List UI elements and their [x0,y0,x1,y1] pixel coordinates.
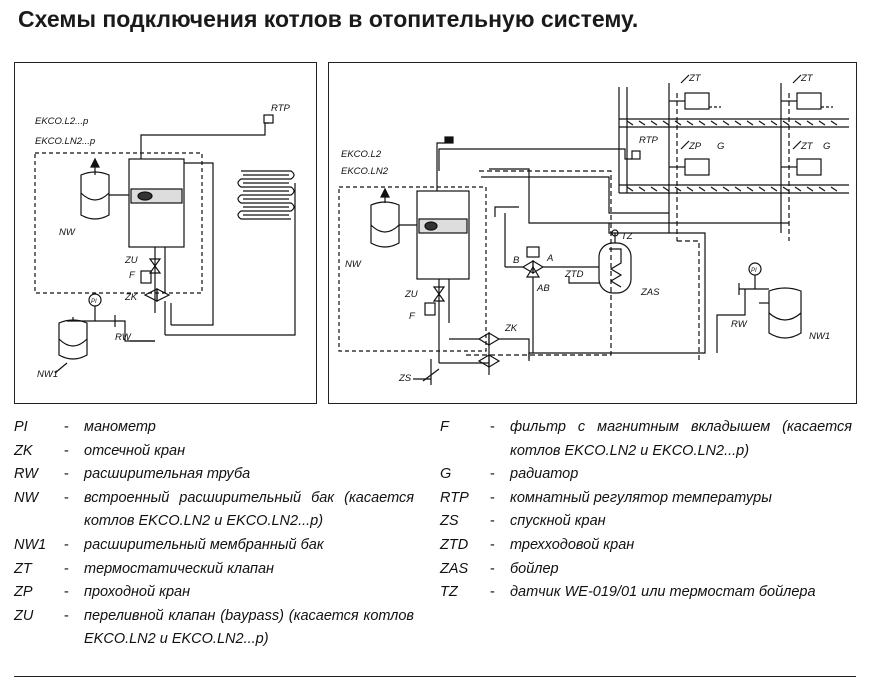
legend-left: PI-манометр ZK-отсечной кран RW-расширит… [14,416,414,652]
tz-sensor [611,229,619,237]
legend-row: G -радиатор [440,463,852,487]
legend-desc: манометр [84,419,156,435]
legend-desc: датчик WE-019/01 или термостат бойлера [510,584,816,601]
legend-abbr: RTP [440,489,469,506]
legend-abbr: ZU [14,607,34,624]
pi-gauge [88,293,102,307]
legend-row: RW -расширительная труба [14,463,414,487]
legend-abbr: TZ [440,584,458,601]
legend-row: NW -встроенный расширительный бак (касает… [14,487,414,534]
legend-abbr: ZT [14,560,32,577]
zu-valve [148,258,162,268]
legend-row: ZU -переливной клапан (baypass) (касается… [14,605,414,652]
pi-gauge [748,262,762,276]
legend-abbr: PI [14,419,28,435]
legend-abbr: F [440,419,449,435]
legend-row: ZTD -трехходовой кран [440,534,852,558]
radiator-g-mid-left [684,158,710,176]
legend-desc: расширительная труба [84,466,251,483]
ztd-actuator [526,246,540,258]
boiler-logo [137,191,153,201]
legend-desc: спускной кран [510,513,606,530]
legend-dash: - [64,489,69,506]
legend-row: NW1-расширительный мембранный бак [14,534,414,558]
legend-dash: - [64,419,69,435]
legend-desc: термостатический клапан [84,560,275,577]
boiler-logo [424,221,438,231]
zu-valve [432,286,446,296]
legend-dash: - [64,560,69,577]
radiator-g-top-right [796,92,822,110]
legend-desc: проходной кран [84,584,191,601]
zk-valve [477,331,490,347]
filter-f [424,302,436,316]
legend-dash: - [490,536,495,553]
legend-desc: комнатный регулятор температуры [510,489,772,506]
legend-abbr: ZAS [440,560,469,577]
ztd-valve [521,259,534,275]
legend-abbr: NW [14,489,39,506]
nw1-tank [58,319,88,360]
legend-desc: трехходовой кран [510,536,635,553]
legend-dash: - [490,513,495,530]
building-floors [618,87,849,194]
left-schematic [34,114,296,374]
zas-boiler-tank [598,242,632,294]
legend-row: TZ -датчик WE-019/01 или термостат бойлер… [440,581,852,605]
nw1-tank [768,287,802,339]
legend-desc: бойлер [510,560,559,577]
radiator-g-mid-right [796,158,822,176]
legend-abbr: ZS [440,513,459,530]
radiator-g-top-left [684,92,710,110]
legend-desc: расширительный мембранный бак [84,536,324,553]
legend-desc: радиатор [510,466,579,483]
legend-dash: - [490,466,495,483]
boiler-unit [416,190,470,280]
legend-dash: - [64,607,69,624]
legend-dash: - [64,466,69,483]
legend-dash: - [64,584,69,601]
rtp-regulator [263,114,274,124]
footer-divider [14,676,856,677]
legend-abbr: ZK [14,442,33,459]
legend-dash: - [64,442,69,459]
nw-tank [80,171,110,220]
page-title: Схемы подключения котлов в отопительную … [18,6,639,32]
legend-row: PI -манометр [14,416,414,440]
legend-row: ZAS -бойлер [440,558,852,582]
legend-abbr: ZP [14,584,33,601]
legend-dash: - [490,489,495,506]
boiler-enclosure [338,186,487,352]
legend-row: ZT -термостатический клапан [14,558,414,582]
legend-dash: - [490,419,495,435]
legend-row: ZK -отсечной кран [14,440,414,464]
legend-row: ZP -проходной кран [14,581,414,605]
filter-f [140,270,152,284]
boiler-unit [128,158,185,248]
legend-dash: - [490,560,495,577]
legend-right: F-фильтр с магнитным вкладышем (касается… [440,416,852,605]
right-schematic [338,74,849,385]
legend-row: F -фильтр с магнитным вкладышем (касается… [440,416,852,463]
nw-tank [370,201,400,248]
right-schematic-frame: EKCO.L2 EKCO.LN2 ZT ZT RTP ZP G ZT G TZ … [328,62,857,404]
boiler-enclosure [34,152,203,294]
legend-row: ZS -спускной кран [440,510,852,534]
radiator-coil [237,170,295,220]
legend-desc: переливной клапан (baypass) (касается ко… [84,607,414,648]
legend-row: RTP -комнатный регулятор температуры [440,487,852,511]
legend-dash: - [490,584,495,601]
legend-abbr: ZTD [440,536,469,553]
left-schematic-frame: EKCO.L2...p EKCO.LN2...p RTP NW ZU F ZK … [14,62,317,404]
flue-outlet [444,136,454,144]
legend-dash: - [64,536,69,553]
legend-abbr: G [440,466,452,483]
rtp-regulator [631,150,641,160]
legend-abbr: NW1 [14,536,47,553]
legend-desc: отсечной кран [84,442,186,459]
legend-desc: встроенный расширительный бак (касается … [84,489,414,530]
legend-abbr: RW [14,466,38,483]
legend-desc: фильтр с магнитным вкладышем (касается к… [510,419,852,459]
